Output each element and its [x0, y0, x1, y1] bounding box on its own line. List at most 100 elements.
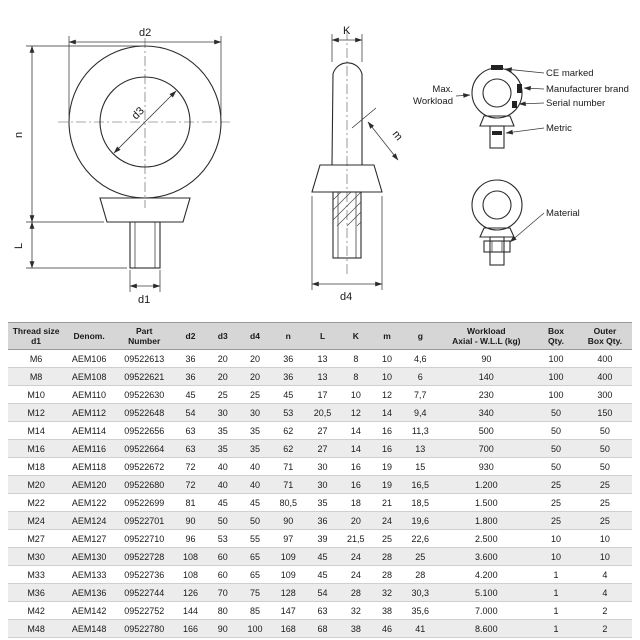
table-cell: 50 — [534, 421, 578, 440]
table-cell: 2 — [577, 601, 632, 620]
table-cell: 35 — [238, 439, 272, 458]
table-cell: 50 — [577, 421, 632, 440]
table-cell: 1.500 — [438, 493, 535, 512]
dim-label-m: m — [390, 128, 405, 143]
table-cell: 20 — [238, 349, 272, 368]
table-cell: 400 — [577, 349, 632, 368]
table-cell: 16 — [339, 475, 372, 494]
table-cell: 63 — [174, 439, 207, 458]
table-cell: 10 — [534, 547, 578, 566]
table-cell: 25 — [371, 529, 403, 548]
table-cell: 20,5 — [305, 403, 340, 422]
table-cell: M36 — [8, 583, 65, 602]
table-cell: M20 — [8, 475, 65, 494]
table-cell: 7,7 — [402, 385, 439, 404]
table-cell: 700 — [438, 439, 535, 458]
column-header: m — [371, 322, 403, 350]
table-cell: 18,5 — [402, 493, 439, 512]
table-cell: 50 — [206, 511, 239, 530]
table-cell: 1.800 — [438, 511, 535, 530]
table-cell: 09522664 — [114, 439, 175, 458]
table-cell: 2.500 — [438, 529, 535, 548]
table-cell: 22,6 — [402, 529, 439, 548]
table-cell: 45 — [305, 547, 340, 566]
table-cell: 25 — [534, 511, 578, 530]
table-cell: 72 — [174, 457, 207, 476]
table-cell: M24 — [8, 511, 65, 530]
table-cell: 4 — [577, 583, 632, 602]
table-cell: 100 — [534, 349, 578, 368]
table-cell: 30 — [238, 403, 272, 422]
table-cell: 53 — [206, 529, 239, 548]
table-cell: AEM124 — [64, 511, 115, 530]
table-cell: 09522728 — [114, 547, 175, 566]
table-cell: 108 — [174, 565, 207, 584]
table-cell: 30 — [305, 457, 340, 476]
table-cell: 21 — [371, 493, 403, 512]
table-cell: 62 — [271, 439, 306, 458]
technical-drawing: d3 d2 n L d1 — [0, 0, 640, 316]
table-cell: 25 — [534, 475, 578, 494]
table-cell: 28 — [371, 547, 403, 566]
table-cell: 20 — [206, 367, 239, 386]
table-cell: 20 — [238, 367, 272, 386]
table-cell: 13 — [402, 439, 439, 458]
table-cell: AEM120 — [64, 475, 115, 494]
ce-marked-label: CE marked — [546, 68, 594, 79]
table-cell: M22 — [8, 493, 65, 512]
column-header: L — [305, 322, 340, 350]
table-cell: 70 — [206, 583, 239, 602]
side-view: K m d4 — [311, 25, 405, 303]
table-cell: 09522648 — [114, 403, 175, 422]
table-cell: 36 — [271, 349, 306, 368]
eyebolt-drawing-svg: d3 d2 n L d1 — [13, 25, 629, 306]
column-header: n — [271, 322, 306, 350]
table-cell: AEM112 — [64, 403, 115, 422]
table-cell: 63 — [305, 601, 340, 620]
table-cell: 340 — [438, 403, 535, 422]
table-cell: 10 — [371, 367, 403, 386]
max-workload-label-line2: Workload — [413, 96, 453, 107]
table-cell: 41 — [402, 619, 439, 638]
table-cell: 40 — [206, 457, 239, 476]
table-cell: 147 — [271, 601, 306, 620]
table-cell: 65 — [238, 547, 272, 566]
table-cell: 35 — [206, 439, 239, 458]
table-cell: 36 — [305, 511, 340, 530]
table-cell: 24 — [371, 511, 403, 530]
table-cell: 09522672 — [114, 457, 175, 476]
table-cell: 35 — [238, 421, 272, 440]
column-header: g — [402, 322, 439, 350]
table-cell: M10 — [8, 385, 65, 404]
table-cell: 8 — [339, 367, 372, 386]
table-cell: 35 — [206, 421, 239, 440]
table-cell: 28 — [339, 583, 372, 602]
table-cell: 1 — [534, 583, 578, 602]
table-cell: 25 — [577, 511, 632, 530]
table-cell: 45 — [271, 385, 306, 404]
table-cell: 63 — [174, 421, 207, 440]
table-cell: 71 — [271, 457, 306, 476]
table-cell: 80,5 — [271, 493, 306, 512]
table-cell: 150 — [577, 403, 632, 422]
table-cell: 25 — [577, 493, 632, 512]
table-cell: 36 — [271, 367, 306, 386]
table-cell: 36 — [174, 367, 207, 386]
table-cell: 81 — [174, 493, 207, 512]
table-cell: AEM136 — [64, 583, 115, 602]
table-cell: 60 — [206, 547, 239, 566]
table-cell: 38 — [339, 619, 372, 638]
table-cell: 09522656 — [114, 421, 175, 440]
table-cell: M18 — [8, 457, 65, 476]
table-cell: 25 — [402, 547, 439, 566]
table-cell: AEM130 — [64, 547, 115, 566]
material-label: Material — [546, 208, 580, 219]
dim-label-d4: d4 — [340, 291, 352, 303]
